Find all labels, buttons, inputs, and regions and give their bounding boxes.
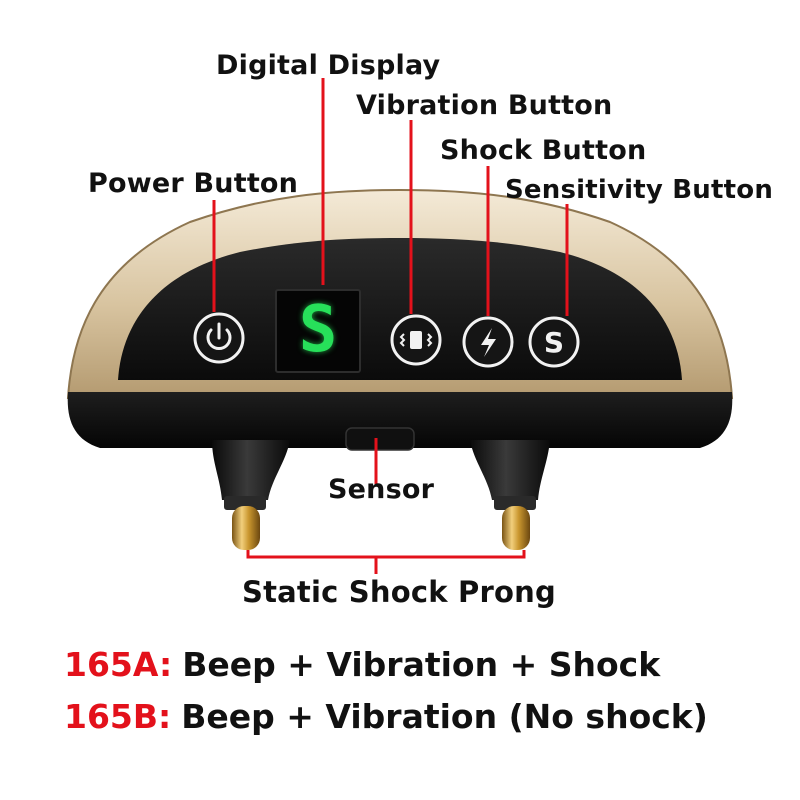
leader-lines	[212, 78, 569, 574]
model-row-165b: 165B:Beep + Vibration (No shock)	[64, 700, 708, 733]
label-digital-display: Digital Display	[216, 50, 441, 81]
vibration-icon	[399, 331, 433, 349]
model-code: 165A:	[64, 645, 173, 684]
digital-display	[275, 289, 361, 373]
sensor-element	[345, 427, 415, 451]
label-sensitivity-button: Sensitivity Button	[505, 175, 774, 205]
label-static-shock-prong: Static Shock Prong	[242, 575, 556, 609]
model-code: 165B:	[64, 697, 172, 736]
model-description: Beep + Vibration (No shock)	[181, 697, 708, 736]
vibration-button[interactable]	[390, 314, 442, 366]
power-icon	[206, 322, 232, 350]
label-sensor: Sensor	[328, 474, 435, 505]
shock-button[interactable]	[462, 316, 514, 368]
sensitivity-letter: S	[543, 325, 565, 359]
right-prong	[494, 496, 536, 510]
leader-prong	[246, 550, 526, 559]
left-post	[212, 440, 290, 500]
label-shock-button: Shock Button	[440, 135, 647, 166]
display-digit: S	[298, 293, 338, 367]
sensitivity-button[interactable]	[528, 316, 580, 368]
right-prong-tip	[502, 506, 530, 550]
model-row-165a: 165A:Beep + Vibration + Shock	[64, 648, 660, 681]
lightning-icon	[481, 328, 496, 357]
right-post	[470, 440, 550, 500]
model-description: Beep + Vibration + Shock	[182, 645, 661, 684]
power-button[interactable]	[193, 312, 245, 364]
left-prong	[224, 496, 266, 510]
label-vibration-button: Vibration Button	[356, 90, 613, 121]
device-base	[67, 392, 733, 448]
left-prong-tip	[232, 506, 260, 550]
label-power-button: Power Button	[88, 168, 299, 199]
